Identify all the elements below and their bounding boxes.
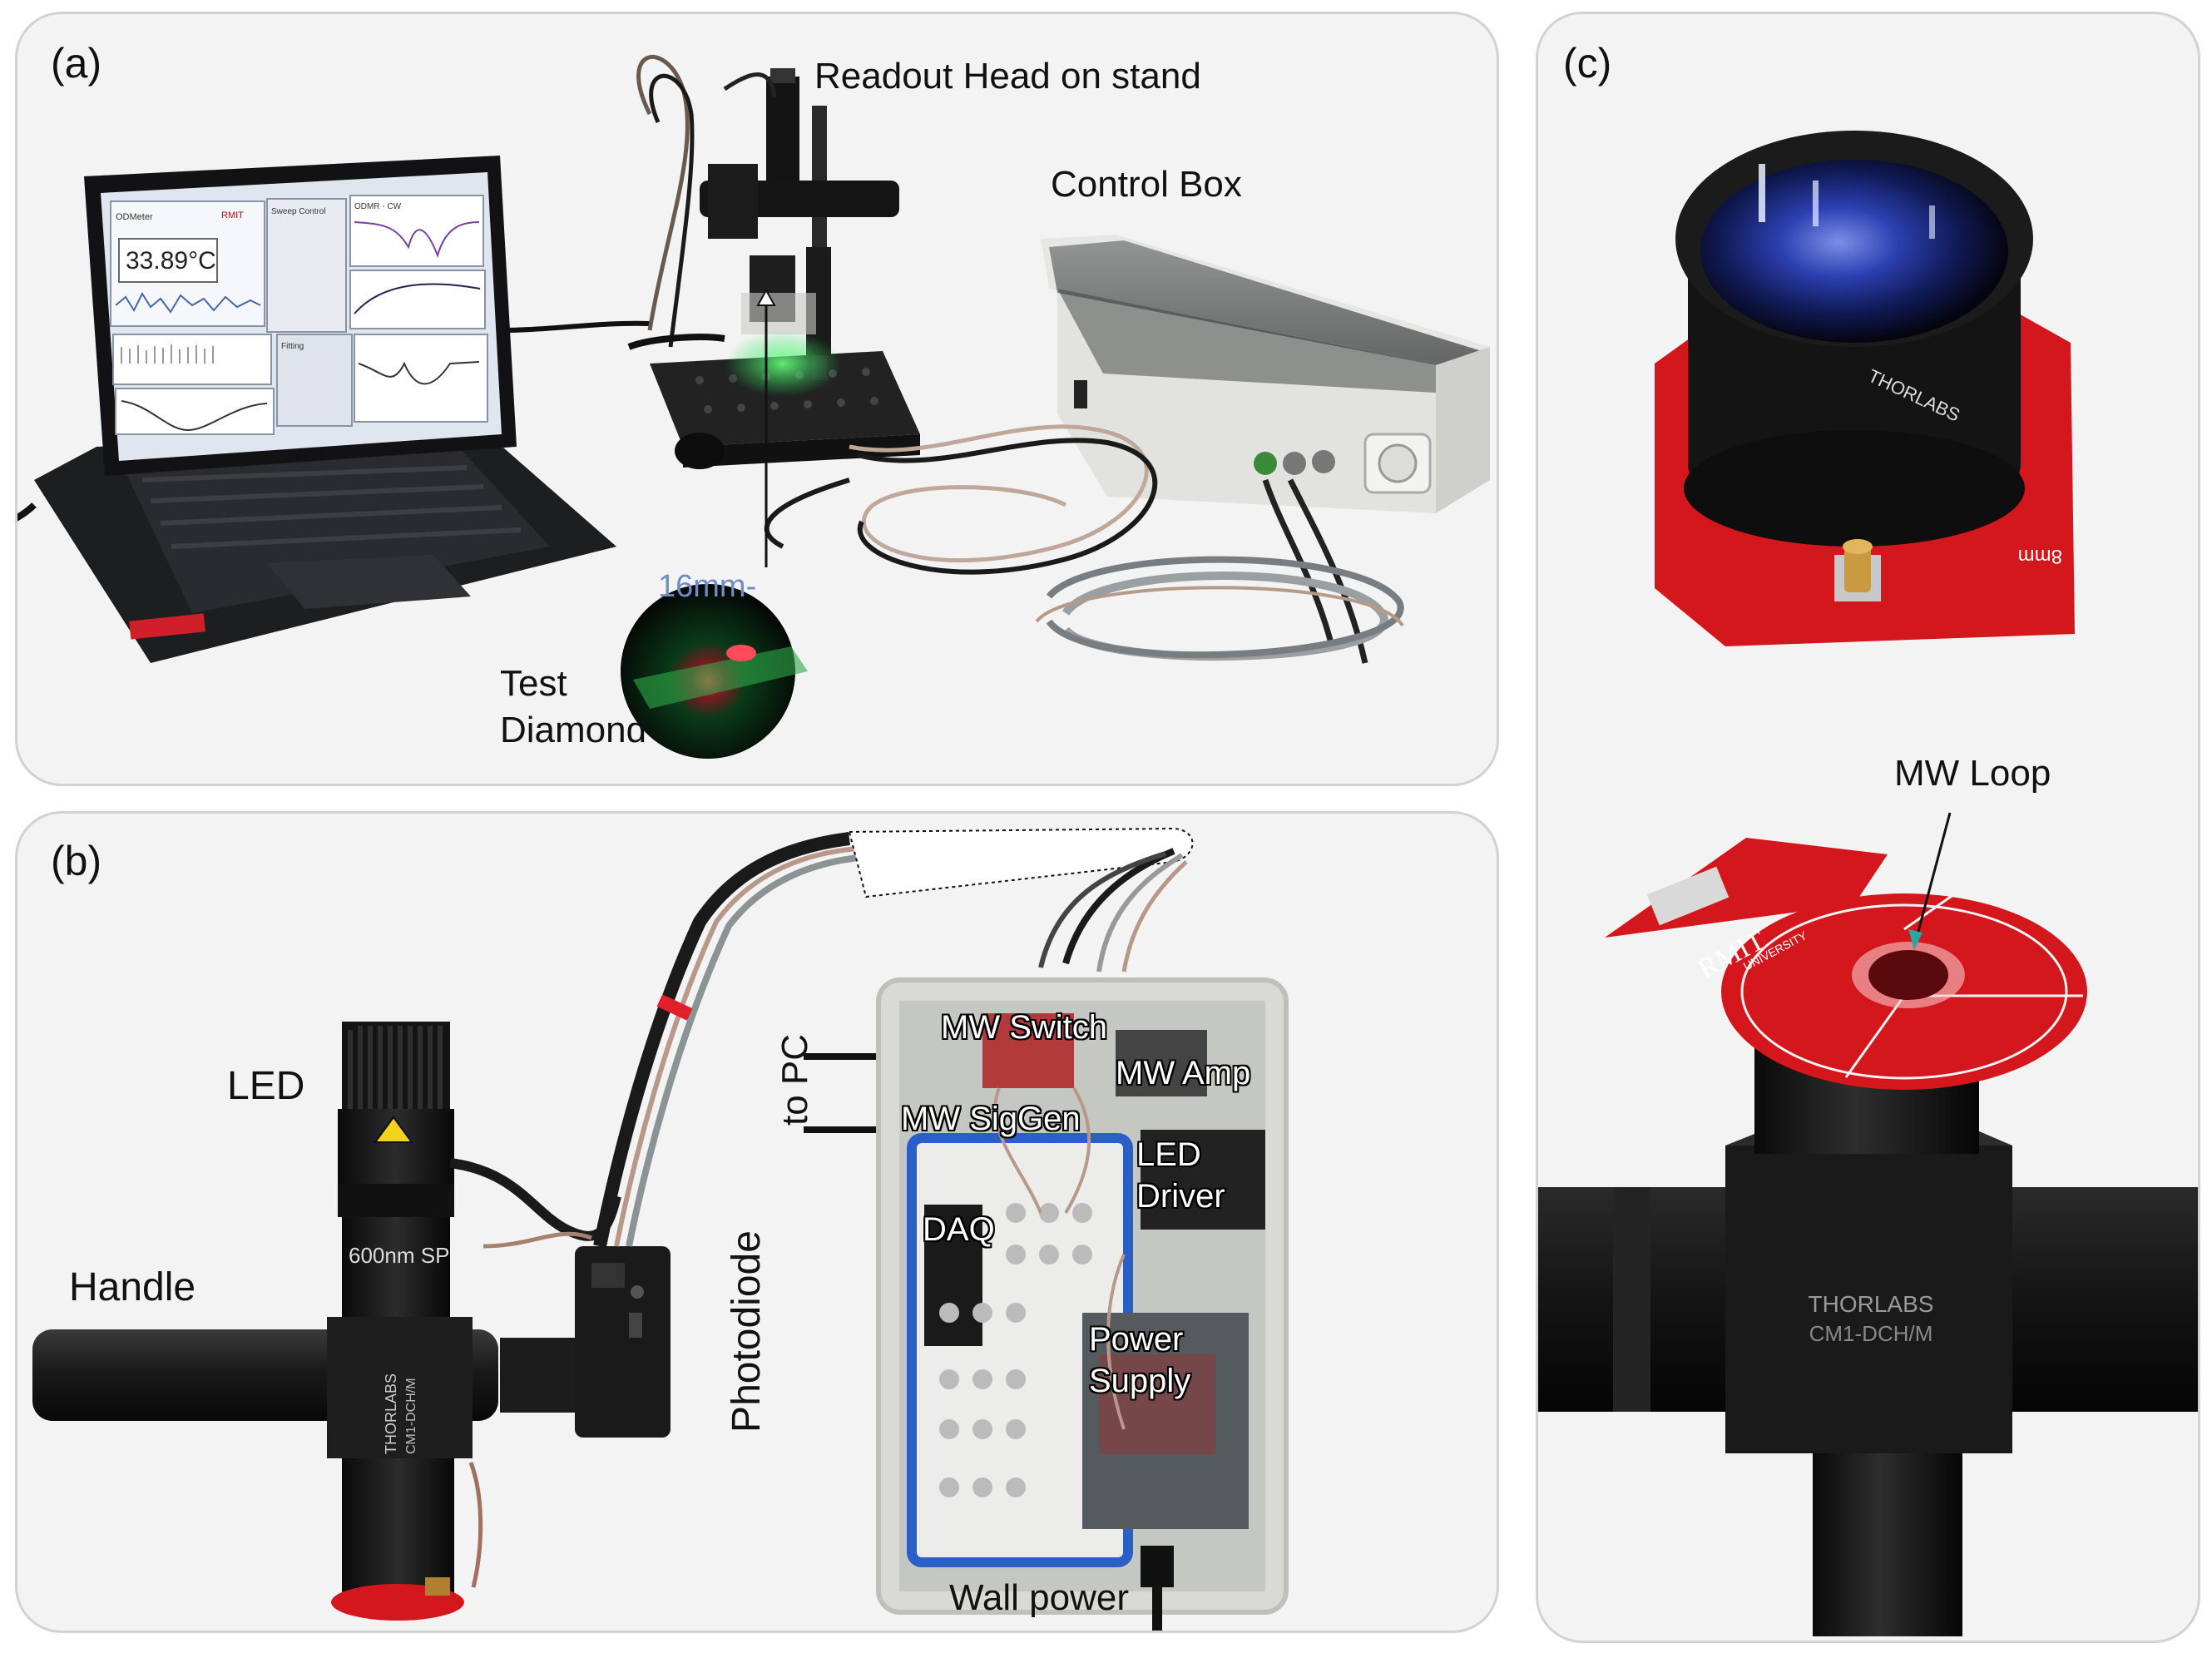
screen-sweep-panel: Sweep Control xyxy=(271,207,326,216)
screen-fitting-panel: Fitting xyxy=(281,342,304,351)
label-to-pc: to PC xyxy=(774,1033,816,1126)
panel-c-label: (c) xyxy=(1563,40,1612,87)
label-mw-siggen: MW SigGen xyxy=(901,1101,1081,1137)
panel-c-photo: THORLABS 8mm THORLABS CM1-DCH/M xyxy=(1538,131,2198,1636)
control-box-interior xyxy=(876,977,1289,1631)
mount-model-b: CM1-DCH/M xyxy=(404,1378,418,1454)
readout-head-stand xyxy=(627,55,920,469)
screen-temperature: 33.89°C xyxy=(126,247,216,275)
label-mw-amp: MW Amp xyxy=(1116,1055,1251,1091)
lens-engraving: 16mm- xyxy=(658,569,756,604)
pcb-8mm-label: 8mm xyxy=(2018,545,2062,567)
label-mw-loop: MW Loop xyxy=(1894,753,2051,794)
label-test-diamond-2: Diamond xyxy=(500,710,647,750)
label-readout-head: Readout Head on stand xyxy=(814,56,1201,97)
label-led-driver-1: LED xyxy=(1136,1136,1201,1173)
label-led: LED xyxy=(227,1064,305,1108)
panel-b: 600nm SP THORLABS CM1-DCH/M xyxy=(15,811,1499,1633)
panel-a-label: (a) xyxy=(51,40,102,87)
label-mw-switch: MW Switch xyxy=(941,1009,1107,1046)
mount-brand-c: THORLABS xyxy=(1809,1291,1934,1317)
screen-app-title: ODMeter xyxy=(116,212,153,222)
label-power-supply-2: Supply xyxy=(1089,1363,1191,1399)
label-daq: DAQ xyxy=(923,1211,995,1248)
label-control-box: Control Box xyxy=(1051,164,1242,205)
label-photodiode: Photodiode xyxy=(724,1230,769,1433)
panel-a-photo: ODMeter RMIT 33.89°C Sweep Control ODMR … xyxy=(17,55,1490,759)
mount-brand-b: THORLABS xyxy=(383,1373,399,1454)
label-handle: Handle xyxy=(69,1265,196,1309)
screen-logo: RMIT xyxy=(221,210,244,220)
photodiode-housing xyxy=(575,1246,671,1438)
filter-label: 600nm SP xyxy=(349,1243,449,1268)
panel-c: THORLABS 8mm THORLABS CM1-DCH/M xyxy=(1536,12,2200,1643)
mount-model-c: CM1-DCH/M xyxy=(1809,1321,1933,1346)
laptop: ODMeter RMIT 33.89°C Sweep Control ODMR … xyxy=(34,156,616,663)
label-led-driver-2: Driver xyxy=(1136,1178,1225,1215)
label-test-diamond-1: Test xyxy=(500,663,567,704)
panel-b-label: (b) xyxy=(51,838,102,884)
label-wall-power: Wall power xyxy=(949,1577,1129,1618)
control-box xyxy=(1041,235,1490,513)
lens-top-view: THORLABS 8mm xyxy=(1655,131,2075,646)
cube-mount xyxy=(327,1317,473,1458)
panel-b-photo: 600nm SP THORLABS CM1-DCH/M xyxy=(32,827,1289,1631)
diamond-magnifier: 16mm- xyxy=(621,569,808,759)
screen-odmr-panel: ODMR - CW xyxy=(354,202,402,211)
cube-mount-c xyxy=(1725,1146,2012,1453)
mw-loop-pointer xyxy=(1915,812,1952,938)
label-power-supply-1: Power xyxy=(1089,1321,1184,1358)
mw-loop-view: THORLABS CM1-DCH/M RMIT UNIVERSITY xyxy=(1538,812,2198,1636)
panel-a: ODMeter RMIT 33.89°C Sweep Control ODMR … xyxy=(15,12,1499,786)
